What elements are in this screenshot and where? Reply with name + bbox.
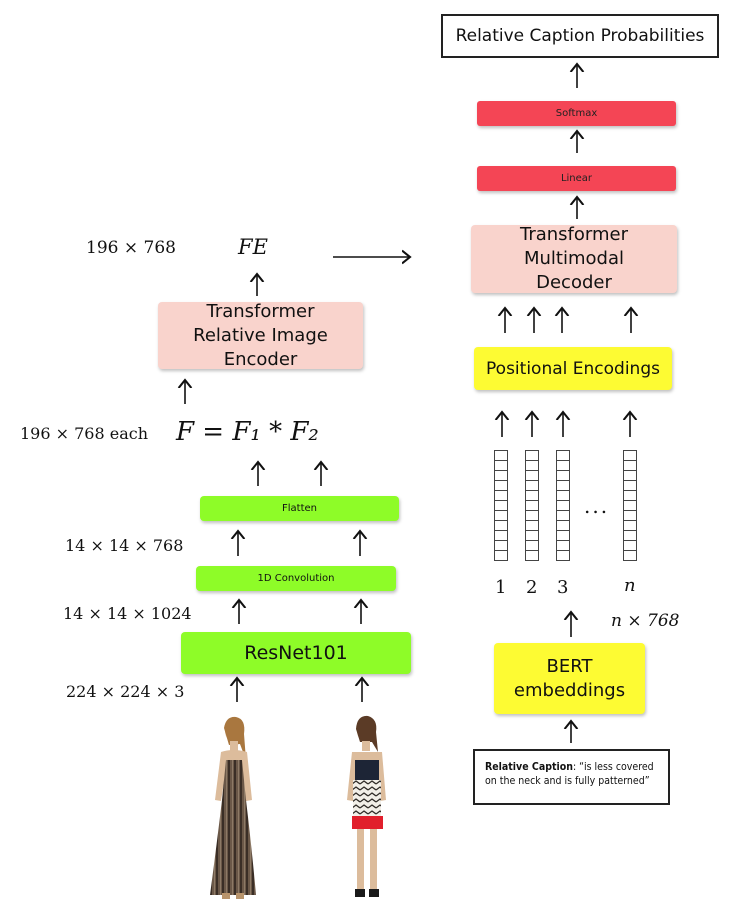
caption-text: : “is less covered on the neck and is fu… [485,761,654,787]
caption-label: Relative Caption [485,761,573,773]
f-formula: F = F₁ * F₂ [176,417,319,447]
softmax-layer: Softmax [477,101,676,126]
conv-layer: 1D Convolution [196,566,396,591]
conv-dim: 14 × 14 × 768 [65,536,184,555]
token-index-2: 2 [526,577,538,598]
embedding-column-2 [525,450,539,561]
flatten-layer: Flatten [200,496,399,521]
embedding-column-3 [556,450,570,561]
flatten-label: Flatten [282,503,317,514]
input-dim: 224 × 224 × 3 [66,682,185,701]
token-index-1: 1 [495,577,507,598]
dress-image-1 [210,716,256,899]
decoder-box: Transformer Multimodal Decoder [471,224,677,293]
decoder-label: Transformer Multimodal Decoder [519,224,628,293]
embedding-column-n [623,450,637,561]
encoder-label: Transformer Relative Image Encoder [193,300,328,370]
linear-layer: Linear [477,166,676,191]
token-index-n: n [624,575,636,596]
positional-label: Positional Encodings [486,358,660,379]
encoder-box: Transformer Relative Image Encoder [158,300,363,370]
conv-label: 1D Convolution [257,573,335,584]
embedding-column-1 [494,450,508,561]
output-label: Relative Caption Probabilities [455,26,705,46]
fe-symbol: FE [238,235,268,259]
softmax-label: Softmax [555,108,598,119]
caption-box: Relative Caption: “is less covered on th… [473,749,670,805]
resnet-dim: 14 × 14 × 1024 [63,604,192,623]
linear-label: Linear [560,173,593,184]
positional-encodings-box: Positional Encodings [474,347,672,390]
ellipsis: ... [584,494,610,518]
resnet-label: ResNet101 [244,642,348,664]
resnet-box: ResNet101 [181,632,411,674]
bert-box: BERT embeddings [494,643,645,714]
token-index-3: 3 [557,577,569,598]
fe-dim: 196 × 768 [86,238,176,258]
f-dim: 196 × 768 each [20,424,149,443]
bert-label: BERT embeddings [513,655,626,701]
dress-image-2 [347,715,386,897]
output-box: Relative Caption Probabilities [441,14,719,58]
bert-dim: n × 768 [611,611,680,631]
